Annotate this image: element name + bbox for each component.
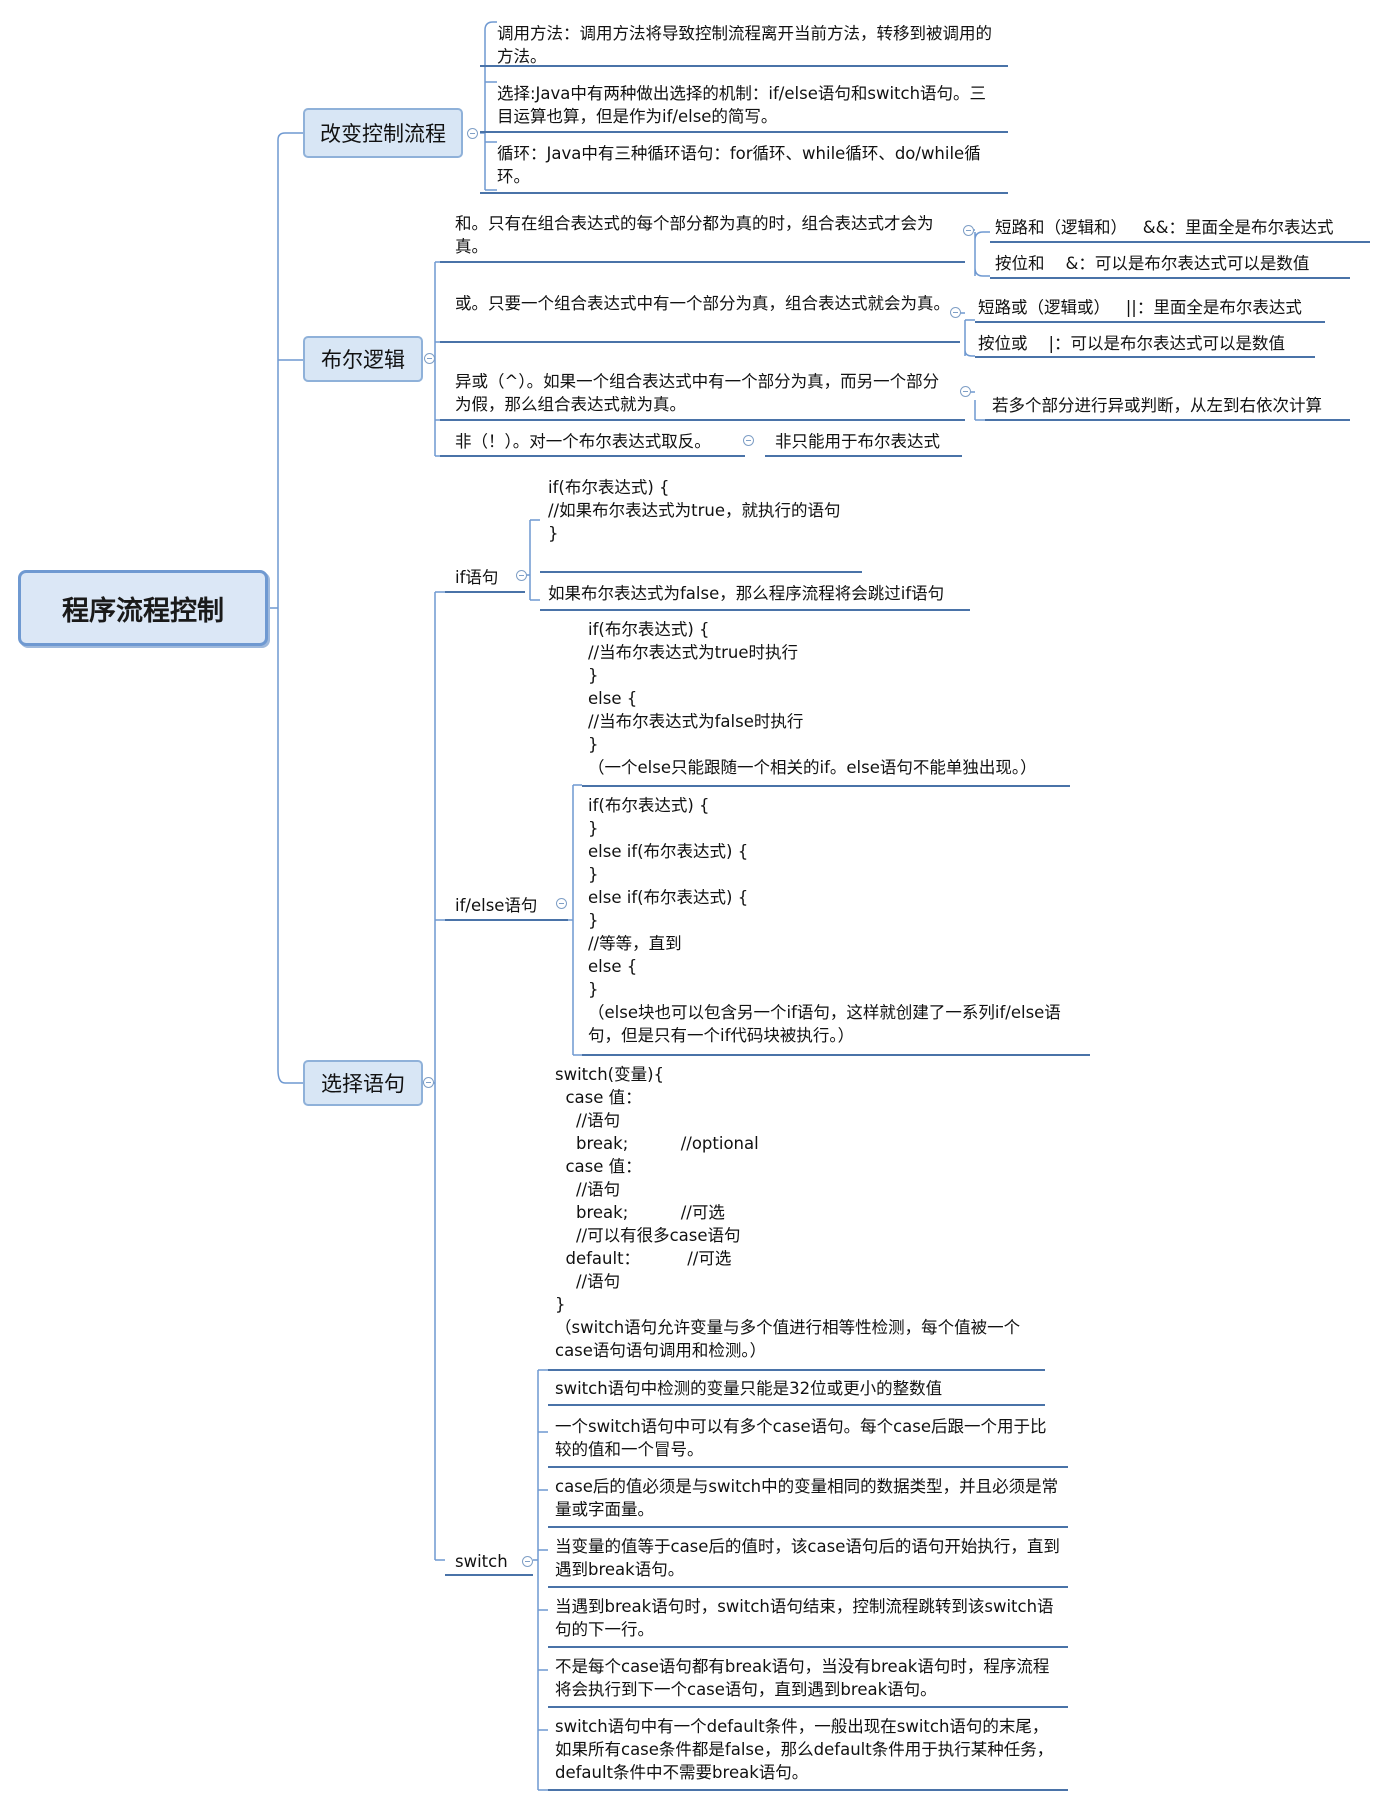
bool-xor-note: 若多个部分进行异或判断，从左到右依次计算	[992, 396, 1322, 415]
collapse-toggle-icon[interactable]	[424, 353, 435, 364]
switch-rule: case后的值必须是与switch中的变量相同的数据类型，并且必须是常量或字面量…	[555, 1477, 1059, 1519]
bool-xor: 异或（^）。如果一个组合表达式中有一个部分为真，而另一个部分为假，那么组合表达式…	[455, 372, 940, 414]
bool-and-short: 短路和（逻辑和） &&：里面全是布尔表达式	[995, 218, 1334, 237]
branch-boolean-logic[interactable]: 布尔逻辑	[303, 336, 423, 382]
switch-rule: 一个switch语句中可以有多个case语句。每个case后跟一个用于比较的值和…	[555, 1417, 1047, 1459]
bool-or-short: 短路或（逻辑或） ||：里面全是布尔表达式	[978, 298, 1302, 317]
ifelse-code-2: if(布尔表达式) { } else if(布尔表达式) { } else if…	[588, 796, 1061, 1045]
switch-rule: switch语句中有一个default条件，一般出现在switch语句的末尾，如…	[555, 1717, 1054, 1782]
branch-boolean-logic-label: 布尔逻辑	[321, 348, 405, 372]
root-label: 程序流程控制	[62, 595, 224, 627]
if-note: 如果布尔表达式为false，那么程序流程将会跳过if语句	[548, 584, 945, 603]
root-node[interactable]: 程序流程控制	[18, 570, 268, 646]
collapse-toggle-icon[interactable]	[467, 128, 478, 139]
control-flow-select: 选择:Java中有两种做出选择的机制：if/else语句和switch语句。三目…	[497, 84, 987, 126]
bool-not: 非（！）。对一个布尔表达式取反。	[455, 432, 711, 451]
bool-and-bitwise: 按位和 &：可以是布尔表达式可以是数值	[995, 254, 1310, 273]
bool-or-bitwise: 按位或 |：可以是布尔表达式可以是数值	[978, 334, 1286, 353]
switch-rule: 不是每个case语句都有break语句，当没有break语句时，程序流程将会执行…	[555, 1657, 1050, 1699]
collapse-toggle-icon[interactable]	[423, 1077, 434, 1088]
collapse-toggle-icon[interactable]	[516, 570, 527, 581]
switch-code: switch(变量){ case 值： //语句 break; //option…	[555, 1065, 1021, 1360]
ifelse-label[interactable]: if/else语句	[455, 896, 538, 915]
bool-and: 和。只有在组合表达式的每个部分都为真的时，组合表达式才会为真。	[455, 214, 934, 256]
branch-control-flow[interactable]: 改变控制流程	[303, 108, 463, 158]
collapse-toggle-icon[interactable]	[963, 225, 974, 236]
control-flow-call: 调用方法：调用方法将导致控制流程离开当前方法，转移到被调用的方法。	[497, 24, 992, 66]
switch-rule: switch语句中检测的变量只能是32位或更小的整数值	[555, 1379, 943, 1398]
switch-label[interactable]: switch	[455, 1552, 508, 1571]
collapse-toggle-icon[interactable]	[950, 307, 961, 318]
collapse-toggle-icon[interactable]	[522, 1556, 533, 1567]
bool-or: 或。只要一个组合表达式中有一个部分为真，组合表达式就会为真。	[455, 294, 950, 313]
switch-rule: 当遇到break语句时，switch语句结束，控制流程跳转到该switch语句的…	[555, 1597, 1054, 1639]
ifelse-code-1: if(布尔表达式) { //当布尔表达式为true时执行 } else { //…	[588, 620, 1037, 777]
branch-selection-label: 选择语句	[321, 1072, 405, 1096]
bool-not-note: 非只能用于布尔表达式	[775, 432, 940, 451]
branch-selection[interactable]: 选择语句	[303, 1060, 423, 1106]
if-code: if(布尔表达式) { //如果布尔表达式为true，就执行的语句 }	[548, 478, 841, 543]
branch-control-flow-label: 改变控制流程	[320, 122, 446, 146]
collapse-toggle-icon[interactable]	[556, 898, 567, 909]
collapse-toggle-icon[interactable]	[743, 435, 754, 446]
control-flow-loop: 循环：Java中有三种循环语句：for循环、while循环、do/while循环…	[497, 144, 981, 186]
if-label[interactable]: if语句	[455, 568, 499, 587]
switch-rule: 当变量的值等于case后的值时，该case语句后的语句开始执行，直到遇到brea…	[555, 1537, 1060, 1579]
collapse-toggle-icon[interactable]	[960, 386, 971, 397]
